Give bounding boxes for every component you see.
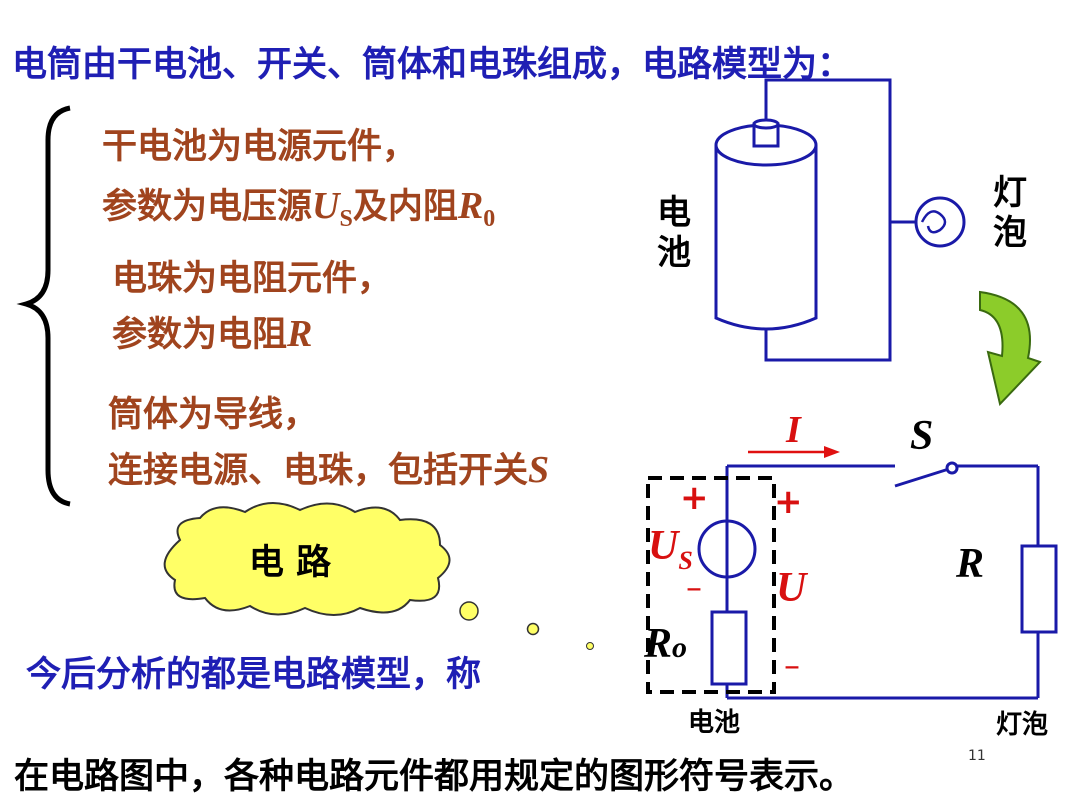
current-label: I [786, 409, 801, 451]
r0-subscript: 0 [483, 206, 496, 232]
internal-resistance-subscript: o [672, 631, 688, 664]
voltage-plus-sign: + [774, 482, 803, 522]
bulb-label-1: 灯 [993, 173, 1027, 213]
thought-bubble-large [459, 601, 479, 621]
model-note: 今后分析的都是电路模型，称 [26, 655, 482, 695]
circuit-diagram [697, 461, 1058, 700]
physical-diagram [714, 78, 966, 362]
battery-dashed-box [646, 476, 776, 694]
internal-resistance-symbol: R [644, 621, 673, 667]
cloud-label: 电 路 [249, 543, 332, 583]
body-desc-line2: 连接电源、电珠，包括开关S [108, 442, 549, 493]
page-number: 11 [968, 748, 986, 764]
page-title: 电筒由干电池、开关、筒体和电珠组成，电路模型为： [12, 45, 853, 85]
source-voltage-label: US [648, 522, 693, 575]
battery-desc-line2: 参数为电压源US及内阻R0 [102, 178, 496, 232]
thought-bubble-small [586, 642, 594, 650]
bulb-label-2: 泡 [993, 213, 1027, 253]
cloud-shape [163, 502, 451, 616]
bottom-statement: 在电路图中，各种电路元件都用规定的图形符号表示。 [14, 757, 855, 797]
r0-symbol: R [457, 185, 484, 227]
circuit-bulb-label: 灯泡 [996, 710, 1049, 740]
terminal-minus-sign: – [784, 646, 800, 684]
load-resistance-label: R [956, 541, 985, 587]
curved-arrow-icon [979, 290, 1042, 407]
switch-label: S [910, 413, 934, 459]
source-voltage-subscript: S [678, 546, 693, 575]
left-brace [16, 105, 71, 507]
battery-label-2: 池 [657, 233, 691, 273]
circuit-battery-label: 电池 [688, 708, 741, 738]
battery-desc-prefix: 参数为电压源 [102, 187, 313, 227]
source-plus-sign: + [680, 478, 709, 518]
s-symbol: S [528, 449, 550, 491]
bulb-desc-prefix: 参数为电阻 [112, 315, 288, 355]
r-symbol: R [287, 313, 313, 355]
source-minus-sign: – [686, 568, 702, 606]
terminal-voltage-label: U [776, 565, 807, 611]
bulb-desc-line2: 参数为电阻R [112, 306, 312, 357]
body-desc-line1: 筒体为导线， [108, 395, 319, 435]
body-desc-prefix: 连接电源、电珠，包括开关 [108, 451, 529, 491]
current-arrow [748, 446, 840, 458]
battery-desc-mid: 及内阻 [352, 187, 458, 227]
battery-desc-line1: 干电池为电源元件， [102, 127, 418, 167]
internal-resistance-label: Ro [644, 620, 687, 668]
us-symbol: U [312, 185, 340, 227]
source-voltage-symbol: U [648, 523, 679, 569]
battery-label-1: 电 [657, 193, 691, 233]
bulb-desc-line1: 电珠为电阻元件， [112, 259, 393, 299]
thought-bubble-medium [526, 622, 540, 636]
us-subscript: S [339, 206, 353, 232]
